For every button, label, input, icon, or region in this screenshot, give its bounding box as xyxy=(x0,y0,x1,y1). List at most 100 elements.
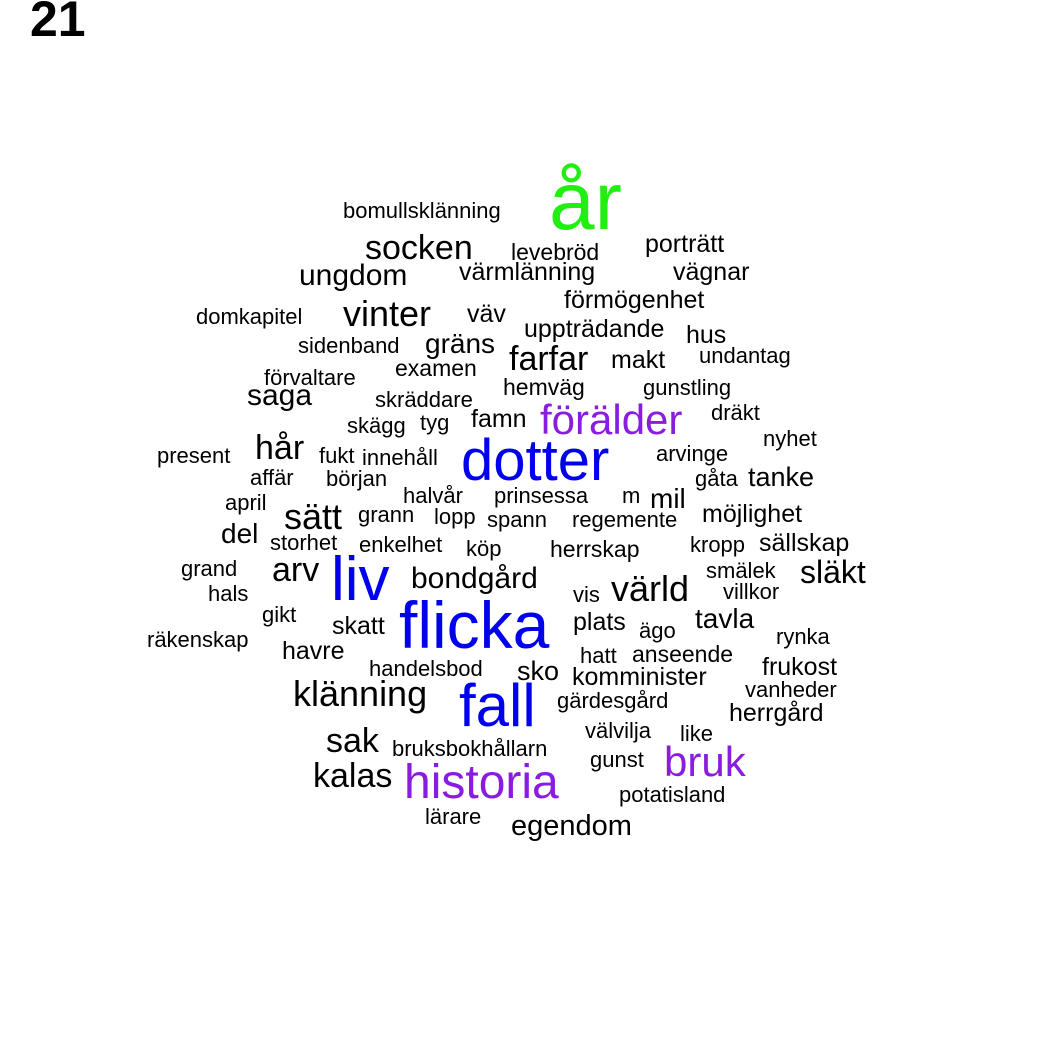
cloud-word-grans: gräns xyxy=(425,327,496,359)
cloud-word-tanke: tanke xyxy=(748,461,815,492)
cloud-word-egendom: egendom xyxy=(511,809,632,842)
cloud-word-formogenhet: förmögenhet xyxy=(564,285,705,314)
cloud-word-vinter: vinter xyxy=(343,292,432,334)
cloud-word-famn: famn xyxy=(471,404,527,433)
cloud-word-skraddare: skräddare xyxy=(375,387,473,413)
cloud-word-gardesgard: gärdesgård xyxy=(557,688,669,714)
cloud-word-dotter: dotter xyxy=(461,427,610,493)
cloud-word-drakt: dräkt xyxy=(711,400,760,426)
cloud-word-potatisland: potatisland xyxy=(619,782,726,808)
cloud-word-historia: historia xyxy=(404,755,559,809)
cloud-word-domkapitel: domkapitel xyxy=(196,304,303,330)
cloud-word-havre: havre xyxy=(282,636,345,665)
cloud-word-liv: liv xyxy=(331,545,390,615)
cloud-word-fukt: fukt xyxy=(319,443,355,469)
cloud-word-vis: vis xyxy=(573,582,600,608)
cloud-word-gata: gåta xyxy=(695,466,738,492)
figure-number-label: 21 xyxy=(30,0,86,47)
cloud-word-flicka: flicka xyxy=(399,587,550,662)
cloud-word-m: m xyxy=(622,483,641,509)
cloud-word-vav: väv xyxy=(467,299,506,328)
cloud-word-skagg: skägg xyxy=(347,413,406,439)
cloud-word-present: present xyxy=(157,443,231,469)
cloud-word-gunst: gunst xyxy=(590,747,644,773)
cloud-word-socken: socken xyxy=(365,229,473,268)
cloud-word-bruk: bruk xyxy=(664,738,746,786)
cloud-word-saga: saga xyxy=(247,379,313,412)
cloud-word-bondgard: bondgård xyxy=(411,562,538,595)
cloud-word-undantag: undantag xyxy=(699,343,791,369)
cloud-word-varmlanning: värmlänning xyxy=(459,257,596,286)
cloud-word-farfar: farfar xyxy=(509,340,589,379)
cloud-word-ungdom: ungdom xyxy=(299,259,408,292)
cloud-word-grann: grann xyxy=(358,502,415,528)
cloud-word-storhet: storhet xyxy=(270,530,338,556)
cloud-word-lopp: lopp xyxy=(434,504,476,530)
cloud-word-like: like xyxy=(680,721,714,747)
cloud-word-hus: hus xyxy=(686,320,727,349)
cloud-word-spann: spann xyxy=(487,507,547,533)
cloud-word-tavla: tavla xyxy=(695,602,755,634)
cloud-word-satt: sätt xyxy=(284,495,343,537)
cloud-word-vanheder: vanheder xyxy=(745,677,837,703)
cloud-word-varld: värld xyxy=(611,567,690,609)
cloud-word-arv: arv xyxy=(272,551,320,590)
cloud-word-april: april xyxy=(225,490,267,516)
cloud-word-makt: makt xyxy=(611,345,666,374)
cloud-word-klanning: klänning xyxy=(293,672,428,714)
cloud-word-sallskap: sällskap xyxy=(759,528,850,557)
cloud-word-skatt: skatt xyxy=(332,611,385,640)
cloud-word-portratt: porträtt xyxy=(645,229,725,258)
cloud-word-handelsbod: handelsbod xyxy=(369,656,483,682)
cloud-word-villkor: villkor xyxy=(723,579,780,605)
cloud-word-har: hår xyxy=(255,429,305,468)
cloud-word-borjan: början xyxy=(326,466,388,492)
cloud-word-ar: år xyxy=(549,156,622,248)
cloud-word-anseende: anseende xyxy=(632,641,734,668)
cloud-word-smalek: smälek xyxy=(706,558,776,584)
cloud-word-hals: hals xyxy=(208,581,249,607)
cloud-word-sko: sko xyxy=(517,655,560,686)
cloud-word-mil: mil xyxy=(650,482,686,514)
cloud-word-gikt: gikt xyxy=(262,602,297,628)
cloud-word-rakenskap: räkenskap xyxy=(147,627,249,653)
cloud-word-valvilja: välvilja xyxy=(585,718,652,744)
cloud-word-regemente: regemente xyxy=(572,507,678,533)
cloud-word-kop: köp xyxy=(466,536,502,562)
cloud-word-herrskap: herrskap xyxy=(550,536,640,563)
cloud-word-grand: grand xyxy=(181,556,238,582)
cloud-word-hemvag: hemväg xyxy=(503,374,585,401)
cloud-word-fall: fall xyxy=(459,672,536,739)
cloud-word-halvar: halvår xyxy=(403,483,463,509)
cloud-word-komminister: komminister xyxy=(572,662,707,691)
cloud-word-forvaltare: förvaltare xyxy=(264,365,356,391)
cloud-word-upptradande: uppträdande xyxy=(524,314,665,343)
cloud-word-affar: affär xyxy=(250,465,294,491)
cloud-word-kalas: kalas xyxy=(313,757,393,796)
cloud-word-sak: sak xyxy=(326,722,379,761)
cloud-word-slakt: släkt xyxy=(800,554,866,591)
cloud-word-hatt: hatt xyxy=(580,643,617,669)
cloud-word-del: del xyxy=(221,517,259,549)
cloud-word-arvinge: arvinge xyxy=(656,441,729,467)
cloud-word-herrgard: herrgård xyxy=(729,698,824,727)
cloud-word-rynka: rynka xyxy=(776,624,830,650)
cloud-word-nyhet: nyhet xyxy=(763,426,817,452)
cloud-word-sidenband: sidenband xyxy=(298,333,400,359)
cloud-word-mojlighet: möjlighet xyxy=(702,499,803,528)
cloud-word-bomullsklanning: bomullsklänning xyxy=(343,198,501,224)
cloud-word-larare: lärare xyxy=(425,804,482,830)
cloud-word-enkelhet: enkelhet xyxy=(359,532,443,558)
cloud-word-kropp: kropp xyxy=(690,532,746,558)
cloud-word-tyg: tyg xyxy=(420,410,450,436)
cloud-word-innehall: innehåll xyxy=(362,445,438,471)
cloud-word-ago: ägo xyxy=(639,618,676,644)
cloud-word-plats: plats xyxy=(573,607,626,636)
cloud-word-foralder: förälder xyxy=(540,396,683,444)
cloud-word-bruksbokhallarn: bruksbokhållarn xyxy=(392,736,548,762)
cloud-word-vagnar: vägnar xyxy=(673,257,750,286)
cloud-word-examen: examen xyxy=(395,355,477,382)
cloud-word-frukost: frukost xyxy=(762,652,838,681)
cloud-word-prinsessa: prinsessa xyxy=(494,483,589,509)
